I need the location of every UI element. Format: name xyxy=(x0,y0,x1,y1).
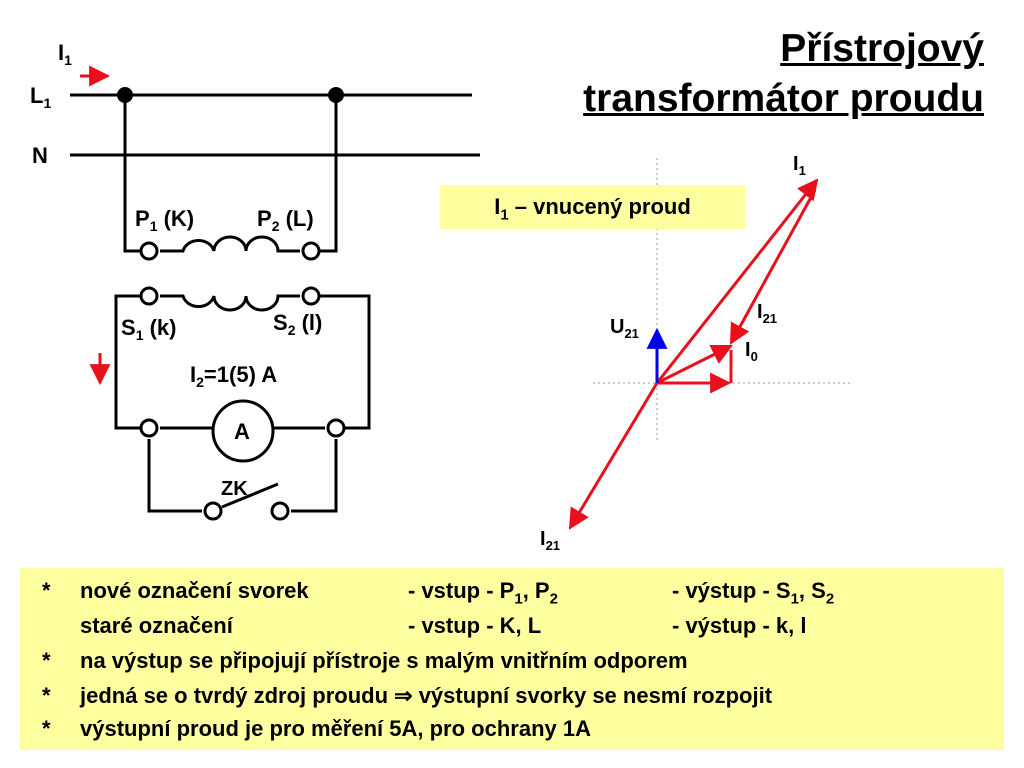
p2-label: P2 (L) xyxy=(257,206,314,234)
phasor-i0 xyxy=(656,344,733,385)
i1-label: I1 xyxy=(58,40,72,68)
zk-switch-blade xyxy=(221,482,279,509)
note-text: výstupní proud je pro měření 5A, pro och… xyxy=(80,716,591,741)
phasor-i1-label: I1 xyxy=(793,153,806,178)
terminal-p2 xyxy=(301,241,321,261)
page-title: Přístrojový transformátor proudu xyxy=(464,24,984,124)
junction-dot-right xyxy=(328,87,344,103)
secondary-left-lead xyxy=(114,294,149,430)
s2-label: S2 (l) xyxy=(273,310,322,338)
zk-label: ZK xyxy=(221,478,248,500)
secondary-coil xyxy=(160,294,300,312)
note-bullet: * xyxy=(42,648,51,673)
ammeter-label: A xyxy=(234,419,250,444)
junction-dot-left xyxy=(117,87,133,103)
p1-label: P1 (K) xyxy=(135,206,194,234)
phasor-u21-label: U21 xyxy=(610,316,639,341)
i2-label: I2=1(5) A xyxy=(190,362,277,390)
terminal-p1 xyxy=(139,241,159,261)
notes-box: * nové označení svorek - vstup - P1, P2 … xyxy=(20,568,1004,750)
zk-left-wire xyxy=(147,439,202,513)
terminals xyxy=(139,241,346,521)
title-line-2: transformátor proudu xyxy=(583,77,984,120)
terminal-s2 xyxy=(301,286,321,306)
primary-wiring xyxy=(70,93,480,513)
zk-right-wire xyxy=(291,439,338,513)
secondary-right-lead xyxy=(311,294,371,430)
note-text: jedná se o tvrdý zdroj proudu ⇒ výstupní… xyxy=(80,683,773,708)
phasor-i21-bottom xyxy=(568,382,659,530)
n-label: N xyxy=(32,143,48,168)
terminal-s1 xyxy=(139,286,159,306)
ammeter-circle xyxy=(211,399,275,463)
primary-right-lead xyxy=(311,95,338,253)
note-output-terminals: - výstup - k, l xyxy=(672,613,807,638)
terminal-ammeter-left xyxy=(139,418,159,438)
terminal-zk-left xyxy=(203,501,223,521)
note-label: nové označení svorek xyxy=(80,578,309,603)
note-bullet: * xyxy=(42,578,51,603)
terminal-zk-right xyxy=(270,501,290,521)
phasor-i1 xyxy=(655,178,819,384)
phasor-i0-label: I0 xyxy=(745,339,758,364)
forced-current-note: I1 – vnucený proud xyxy=(440,185,745,229)
phasor-vectors xyxy=(568,178,819,530)
title-line-1: Přístrojový xyxy=(780,27,984,70)
s1-label: S1 (k) xyxy=(121,315,176,343)
phasor-i21-bottom-label: I21 xyxy=(540,528,560,553)
note-input-terminals: - vstup - K, L xyxy=(408,613,542,638)
terminal-ammeter-right xyxy=(326,418,346,438)
l1-label: L1 xyxy=(30,83,51,111)
phasor-i21-label: I21 xyxy=(757,301,777,326)
note-input-terminals: - vstup - P1, P2 xyxy=(408,578,558,608)
note-text: na výstup se připojují přístroje s malým… xyxy=(80,648,688,673)
note-label: staré označení xyxy=(80,613,233,638)
primary-coil xyxy=(160,235,300,253)
note-bullet: * xyxy=(42,716,51,741)
phasor-i21-top xyxy=(729,189,817,345)
note-output-terminals: - výstup - S1, S2 xyxy=(672,578,835,608)
note-bullet: * xyxy=(42,683,51,708)
